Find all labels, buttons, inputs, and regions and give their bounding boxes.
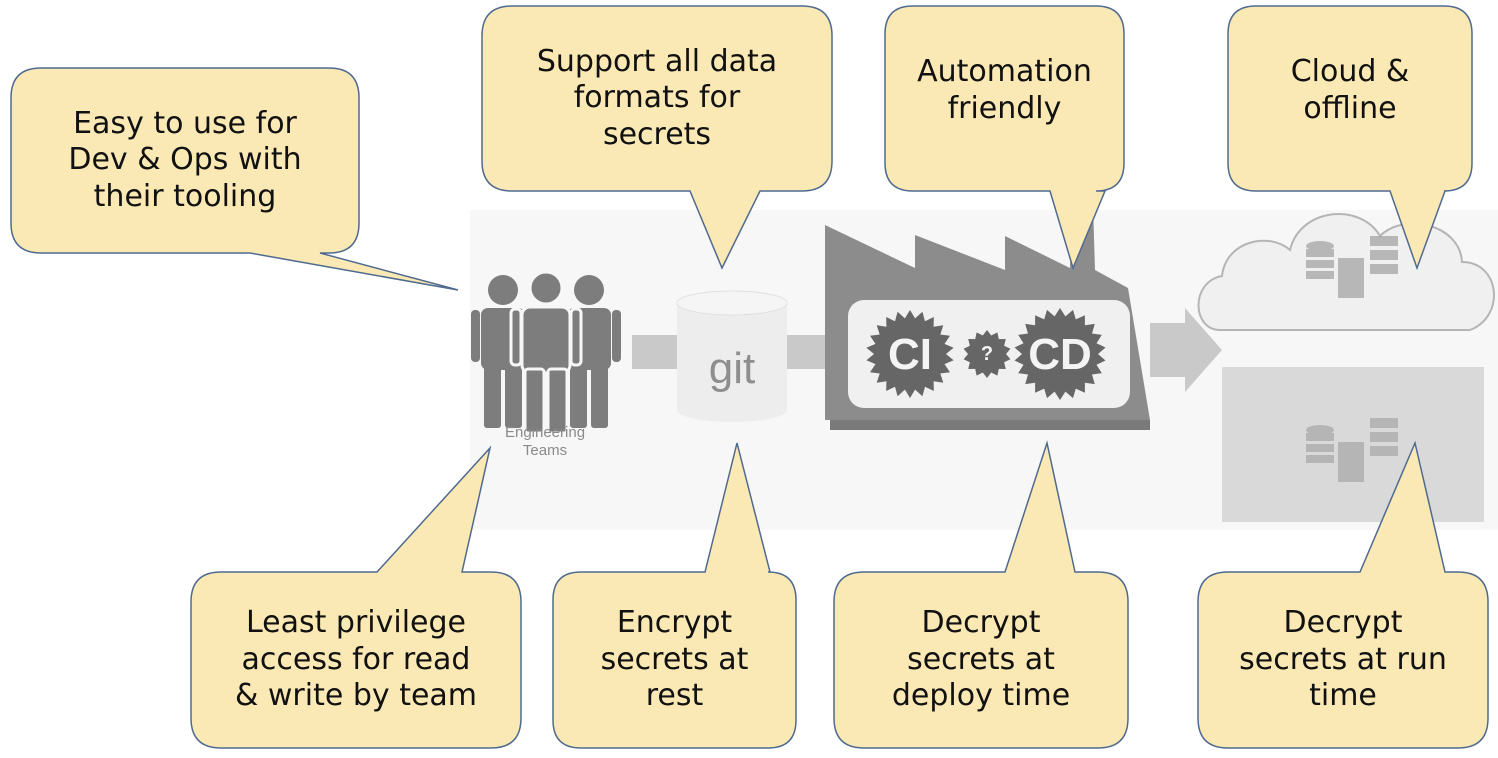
callout-automation-shape	[884, 5, 1125, 271]
team-label-line1: Engineering	[504, 424, 586, 441]
callout-shapes	[10, 5, 1489, 749]
callout-easy-to-use-shape	[10, 67, 459, 291]
callout-cloud-offline-shape	[1227, 5, 1473, 271]
git-repository-icon	[676, 290, 788, 422]
team-label: Engineering Teams	[470, 424, 620, 460]
cd-label: CD	[1028, 330, 1092, 379]
callout-decrypt-deploy-shape	[833, 440, 1129, 749]
callout-decrypt-run-shape	[1197, 440, 1489, 749]
callout-data-formats-shape	[481, 5, 833, 270]
cloud-server-icon	[1306, 236, 1398, 298]
ci-label: CI	[888, 330, 932, 379]
gear-middle-label: ?	[980, 343, 994, 365]
on-premises-server-icon	[1306, 418, 1398, 482]
ci-gear-icon	[866, 310, 954, 398]
callout-encrypt-rest-shape	[552, 442, 797, 749]
flow-arrows	[632, 308, 1222, 392]
person-icon	[509, 270, 583, 435]
cd-gear-icon	[1014, 308, 1106, 400]
gear-icons	[866, 308, 1106, 400]
on-premises-box	[1222, 367, 1484, 522]
arrow-git-to-ci	[780, 335, 828, 369]
team-label-line2: Teams	[522, 442, 568, 459]
git-label: git	[708, 344, 756, 393]
arrow-cd-to-targets	[1150, 308, 1222, 392]
callout-least-privilege-shape	[190, 445, 522, 749]
middle-gear-icon	[963, 330, 1011, 378]
people-icon	[471, 270, 621, 435]
arrow-team-to-git	[632, 335, 680, 369]
